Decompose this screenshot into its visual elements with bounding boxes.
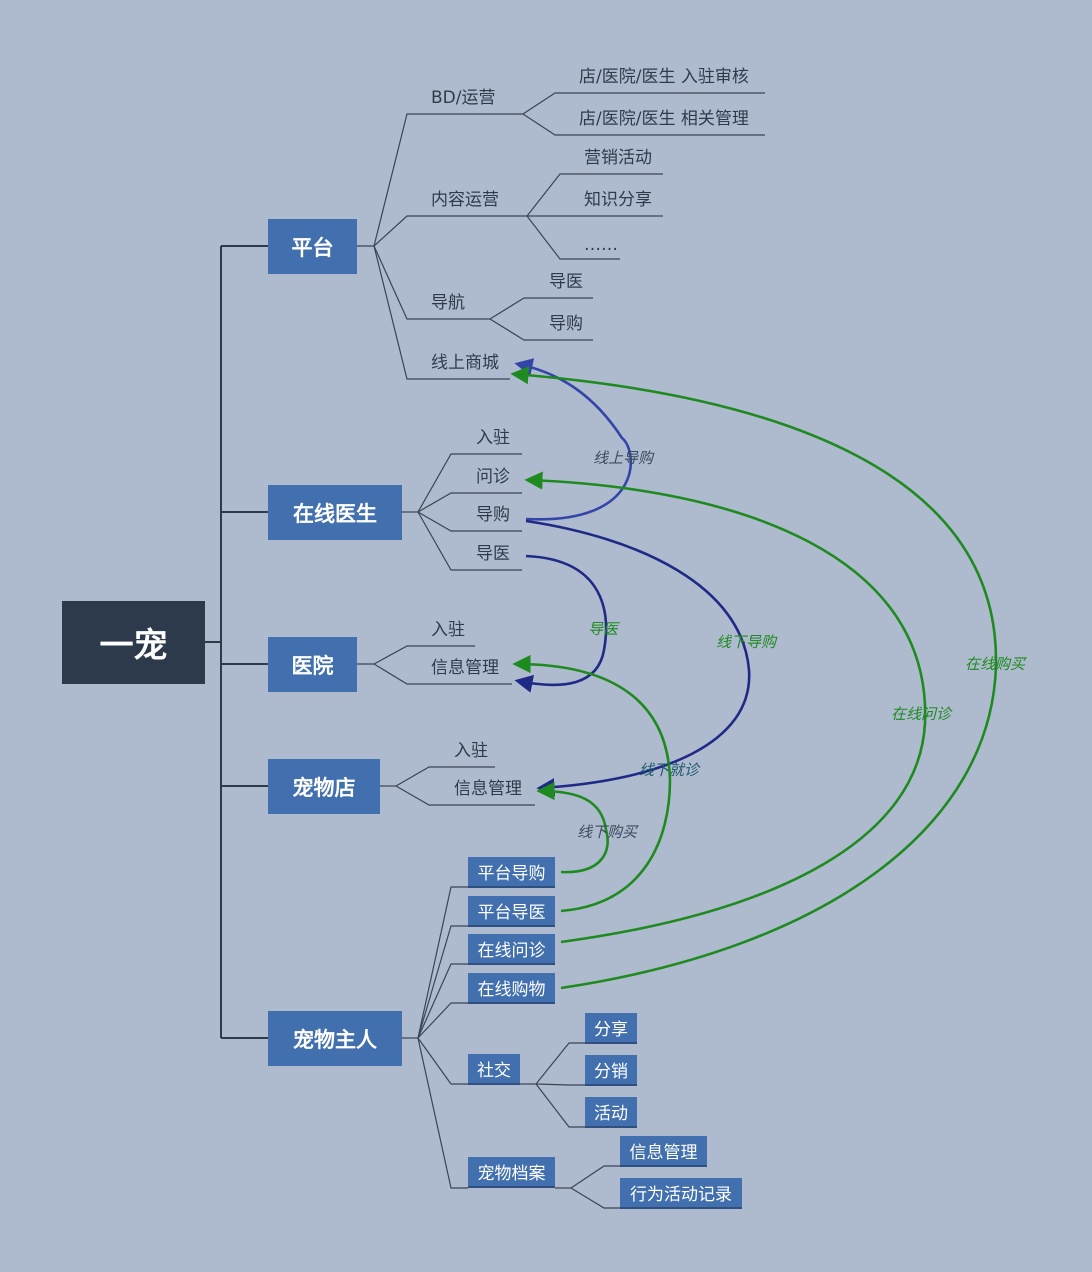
archive-item-info[interactable]: 信息管理 — [620, 1136, 707, 1167]
bd-item-review[interactable]: 店/医院/医生 入驻审核 — [579, 67, 749, 87]
online-doctor-node[interactable]: 在线医生 — [268, 485, 402, 540]
caption-offline-visit: 线下就诊 — [639, 761, 700, 779]
shop-item-info[interactable]: 信息管理 — [454, 779, 522, 799]
sub-branches — [357, 92, 765, 1209]
hospital-item-info[interactable]: 信息管理 — [431, 658, 499, 678]
caption-offline-guide: 线下导购 — [716, 633, 777, 651]
curve-offline-visit — [512, 654, 672, 913]
nav-label[interactable]: 导航 — [431, 293, 465, 313]
owner-item-online-consult[interactable]: 在线问诊 — [468, 934, 555, 965]
hospital-item-join[interactable]: 入驻 — [431, 620, 465, 640]
archive-item-behavior-log[interactable]: 行为活动记录 — [620, 1178, 742, 1209]
online-mall-label[interactable]: 线上商城 — [431, 353, 499, 373]
content-item-more[interactable]: …… — [584, 235, 618, 255]
curve-online-consult — [524, 471, 927, 944]
platform-node[interactable]: 平台 — [268, 219, 357, 274]
social-item-distribution[interactable]: 分销 — [585, 1055, 637, 1086]
curve-offline-buy — [536, 781, 609, 874]
curve-online-buy — [510, 366, 998, 990]
owner-archive-node[interactable]: 宠物档案 — [468, 1157, 555, 1188]
relation-curves — [510, 358, 998, 990]
caption-online-buy: 在线购买 — [965, 655, 1026, 673]
doctor-item-guide[interactable]: 导医 — [476, 544, 510, 564]
pet-owner-node[interactable]: 宠物主人 — [268, 1011, 402, 1066]
owner-item-online-shopping[interactable]: 在线购物 — [468, 973, 555, 1004]
curve-offline-guide — [525, 519, 751, 797]
root-branches — [205, 245, 268, 1039]
nav-item-doctor[interactable]: 导医 — [549, 272, 583, 292]
caption-offline-buy: 线下购买 — [577, 823, 638, 841]
social-item-share[interactable]: 分享 — [585, 1013, 637, 1044]
bd-ops-label[interactable]: BD/运营 — [431, 88, 496, 108]
content-item-marketing[interactable]: 营销活动 — [584, 148, 652, 168]
bd-item-manage[interactable]: 店/医院/医生 相关管理 — [579, 109, 749, 129]
pet-shop-node[interactable]: 宠物店 — [268, 759, 380, 814]
caption-online-consult: 在线问诊 — [891, 705, 952, 723]
root-node[interactable]: 一宠 — [62, 601, 205, 684]
curve-online-guide — [514, 358, 632, 521]
caption-online-guide: 线上导购 — [593, 449, 654, 467]
hospital-node[interactable]: 医院 — [268, 637, 357, 692]
shop-item-join[interactable]: 入驻 — [454, 741, 488, 761]
content-item-knowledge[interactable]: 知识分享 — [584, 190, 652, 210]
doctor-item-join[interactable]: 入驻 — [476, 428, 510, 448]
social-item-activity[interactable]: 活动 — [585, 1097, 637, 1128]
doctor-item-shopping[interactable]: 导购 — [476, 505, 510, 525]
owner-item-platform-doctor[interactable]: 平台导医 — [468, 896, 555, 927]
caption-guide-doctor: 导医 — [588, 620, 619, 638]
content-ops-label[interactable]: 内容运营 — [431, 190, 499, 210]
curve-guide-doctor — [514, 554, 608, 693]
doctor-item-consult[interactable]: 问诊 — [476, 467, 510, 487]
owner-item-platform-shopping[interactable]: 平台导购 — [468, 857, 555, 888]
nav-item-shopping[interactable]: 导购 — [549, 314, 583, 334]
owner-social-node[interactable]: 社交 — [468, 1054, 520, 1085]
